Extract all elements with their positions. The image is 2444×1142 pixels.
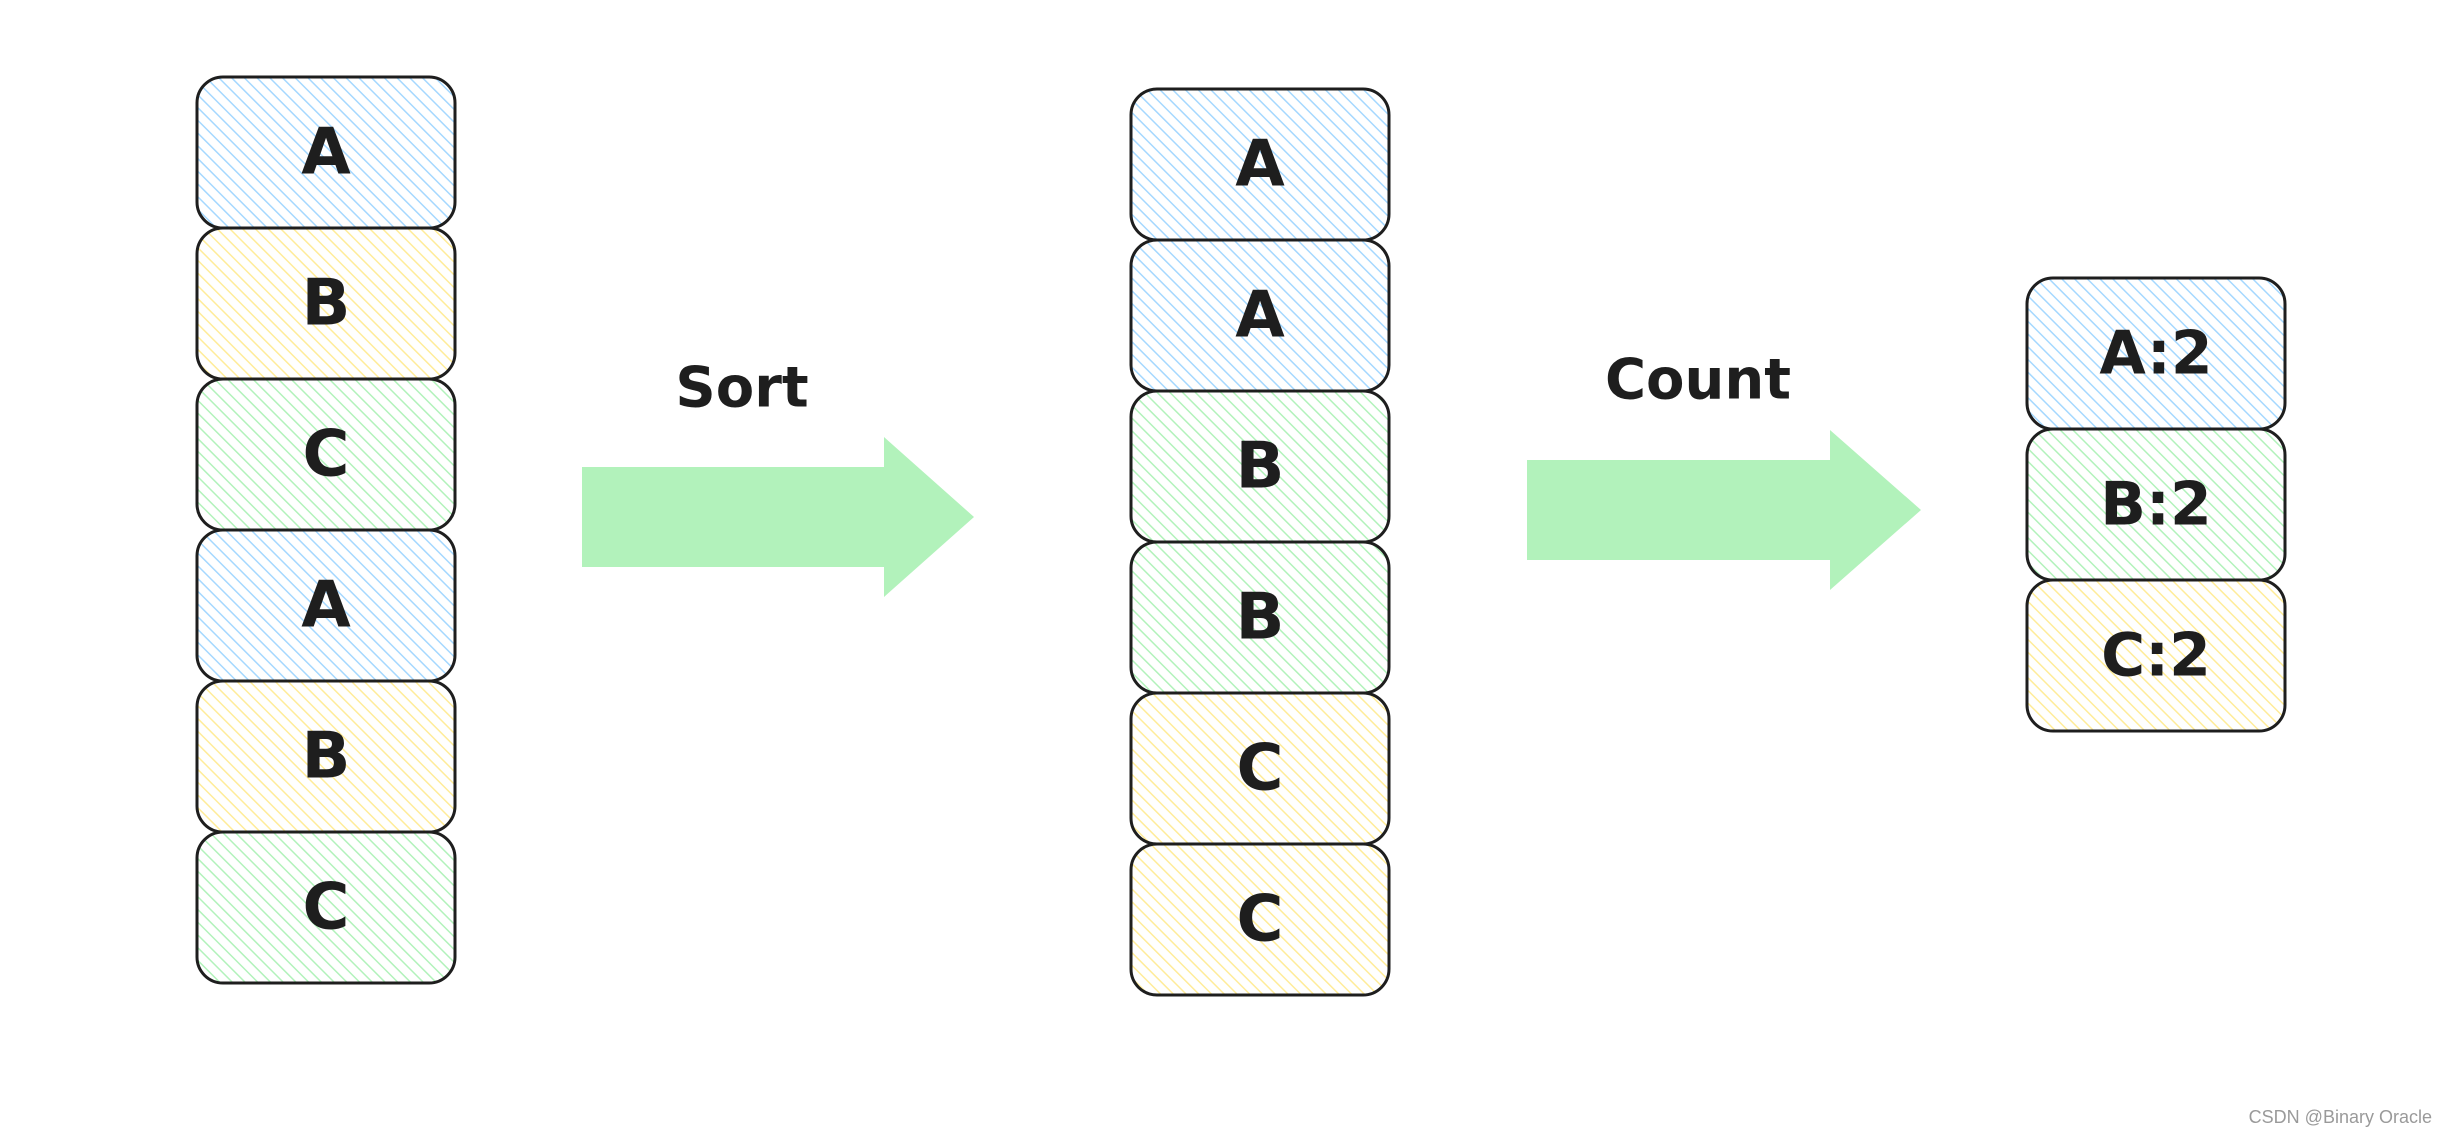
sorted-cell-label: C (1237, 883, 1284, 957)
sorted-cell-label: B (1236, 581, 1285, 655)
watermark: CSDN @Binary Oracle (2248, 1107, 2432, 1127)
count-label: Count (1605, 348, 1791, 413)
input-cell-box (195, 830, 457, 985)
sorted-cell-5: C (1129, 691, 1391, 846)
counts-cell-label: C:2 (2101, 621, 2211, 691)
sorted-cell-6: C (1129, 842, 1391, 997)
counts-cell-2: B:2 (2025, 427, 2287, 582)
input-cell-label: A (301, 116, 351, 190)
input-cell-label: C (303, 871, 350, 945)
counts-cell-label: B:2 (2100, 470, 2211, 540)
sorted-cell-label: A (1235, 279, 1285, 353)
sorted-cell-1: A (1129, 87, 1391, 242)
count-arrow (1527, 430, 1921, 590)
counts-cell-3: C:2 (2025, 578, 2287, 733)
count-step: Count (1527, 348, 1921, 590)
input-cell-label: A (301, 569, 351, 643)
sort-label: Sort (675, 356, 808, 421)
sorted-cell-label: C (1237, 732, 1284, 806)
input-cell-6: C (195, 830, 457, 985)
counts-cell-box (2025, 578, 2287, 733)
input-cell-5: B (195, 679, 457, 834)
sorted-cell-2: A (1129, 238, 1391, 393)
input-cell-2: B (195, 226, 457, 381)
input-column: A B C A B C (195, 75, 457, 985)
input-cell-label: B (302, 720, 351, 794)
counts-cell-label: A:2 (2099, 319, 2212, 389)
input-cell-4: A (195, 528, 457, 683)
sorted-cell-4: B (1129, 540, 1391, 695)
input-cell-label: C (303, 418, 350, 492)
input-cell-3: C (195, 377, 457, 532)
counts-column: A:2B:2C:2 (2025, 276, 2287, 733)
counts-cell-1: A:2 (2025, 276, 2287, 431)
input-cell-1: A (195, 75, 457, 230)
sorted-cell-3: B (1129, 389, 1391, 544)
sort-step: Sort (582, 356, 974, 597)
sorted-cell-label: B (1236, 430, 1285, 504)
sorted-cell-box (1129, 842, 1391, 997)
input-cell-label: B (302, 267, 351, 341)
sort-arrow (582, 437, 974, 597)
sorted-column: A A B B C C (1129, 87, 1391, 997)
sorted-cell-label: A (1235, 128, 1285, 202)
